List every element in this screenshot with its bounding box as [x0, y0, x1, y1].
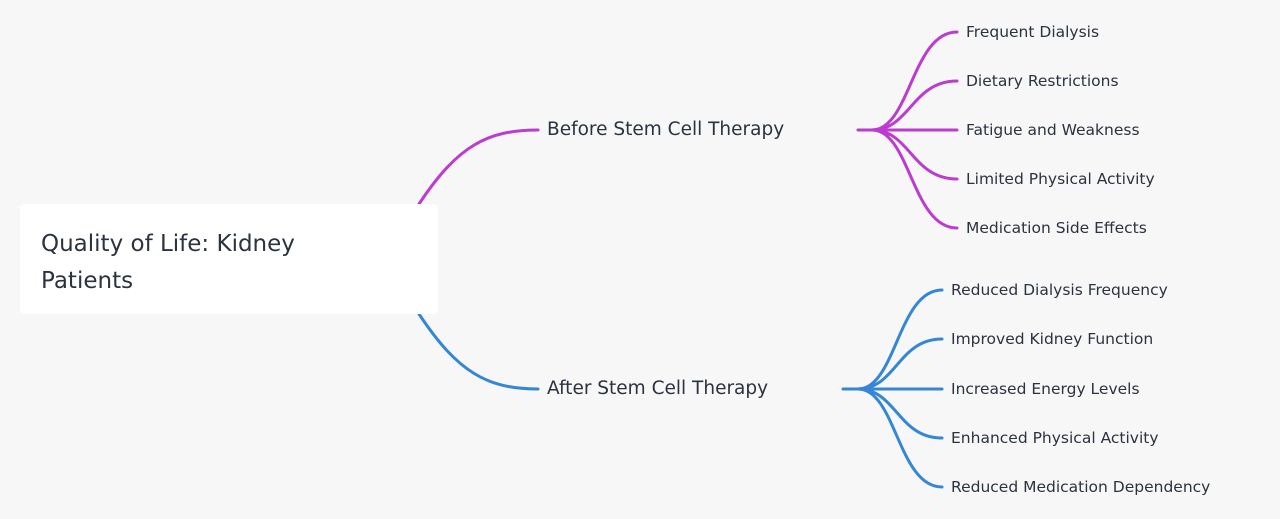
connector-before-to-leaf-5: [870, 128, 959, 230]
before-leaf-dietary-restrictions[interactable]: Dietary Restrictions: [966, 72, 1119, 90]
after-leaf-improved-kidney-function[interactable]: Improved Kidney Function: [951, 330, 1154, 348]
after-leaf-enhanced-physical-activity[interactable]: Enhanced Physical Activity: [951, 429, 1159, 447]
after-leaf-reduced-medication-dependency[interactable]: Reduced Medication Dependency: [951, 478, 1211, 496]
root-node-title: Quality of Life: Kidney Patients: [41, 231, 295, 294]
before-leaf-fatigue-and-weakness[interactable]: Fatigue and Weakness: [966, 121, 1140, 139]
before-leaf-limited-physical-activity[interactable]: Limited Physical Activity: [966, 170, 1155, 188]
after-leaf-increased-energy-levels[interactable]: Increased Energy Levels: [951, 380, 1140, 398]
root-node[interactable]: Quality of Life: Kidney Patients: [20, 204, 438, 314]
connector-before-to-leaf-1: [856, 30, 959, 132]
connector-after-to-leaf-4: [856, 387, 944, 440]
after-branch-connectors: [417, 288, 944, 489]
connector-before-to-leaf-4: [870, 128, 959, 181]
connector-before-to-leaf-2: [870, 79, 959, 132]
connector-root-to-after: [417, 312, 540, 391]
connector-after-to-leaf-2: [856, 337, 944, 391]
branch-after-label[interactable]: After Stem Cell Therapy: [547, 378, 769, 399]
before-leaf-medication-side-effects[interactable]: Medication Side Effects: [966, 219, 1147, 237]
connector-root-to-before: [417, 128, 540, 206]
connector-after-to-leaf-1: [841, 288, 944, 391]
before-leaf-frequent-dialysis[interactable]: Frequent Dialysis: [966, 23, 1100, 41]
connector-after-to-leaf-5: [856, 387, 944, 489]
after-leaf-reduced-dialysis-frequency[interactable]: Reduced Dialysis Frequency: [951, 281, 1168, 299]
before-branch-connectors: [417, 30, 959, 230]
branch-before-label[interactable]: Before Stem Cell Therapy: [547, 119, 785, 140]
